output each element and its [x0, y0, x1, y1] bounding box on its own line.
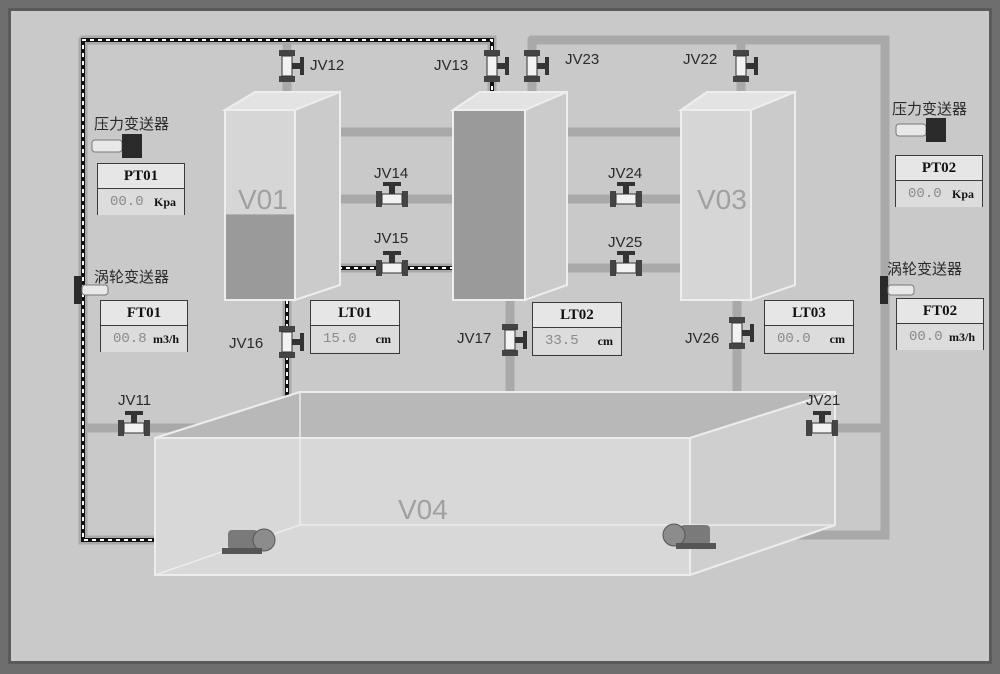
- pressure-transmitter-left-icon[interactable]: [91, 134, 142, 158]
- instrument-tag: PT01: [98, 164, 184, 189]
- instrument-unit: m3/h: [948, 330, 975, 344]
- instrument-tag: PT02: [896, 156, 982, 181]
- valve-jv24-icon[interactable]: [609, 181, 643, 208]
- instrument-tag: LT01: [311, 301, 399, 326]
- valve-jv15-icon[interactable]: [375, 250, 409, 277]
- valve-jv13-icon[interactable]: [483, 49, 510, 83]
- valve-jv11-label: JV11: [118, 392, 152, 409]
- valve-jv12-icon[interactable]: [278, 49, 305, 83]
- instrument-tag: LT03: [765, 301, 853, 326]
- valve-jv17-label: JV17: [457, 330, 492, 347]
- tank-v04[interactable]: [154, 390, 836, 577]
- valve-jv14-icon[interactable]: [375, 181, 409, 208]
- instrument-tag: LT02: [533, 303, 621, 328]
- pressure-transmitter-right-icon[interactable]: [895, 118, 946, 142]
- valve-jv23-icon[interactable]: [523, 49, 550, 83]
- pump-left-icon[interactable]: [222, 528, 276, 554]
- valve-jv12-label: JV12: [310, 57, 345, 74]
- instrument-unit: Kpa: [153, 195, 176, 209]
- tank-v03[interactable]: [677, 90, 796, 302]
- tank-v02[interactable]: [449, 90, 568, 302]
- flow-transmitter-right-label: 涡轮变送器: [887, 260, 963, 278]
- valve-jv16-icon[interactable]: [278, 325, 305, 359]
- tank-v03-label: V03: [697, 184, 747, 215]
- valve-jv17-icon[interactable]: [501, 323, 528, 357]
- flow-transmitter-right-icon[interactable]: [880, 276, 915, 304]
- instrument-unit: cm: [829, 332, 845, 346]
- instrument-unit: Kpa: [951, 187, 974, 201]
- valve-jv25-icon[interactable]: [609, 250, 643, 277]
- valve-jv25-label: JV25: [608, 234, 643, 251]
- instrument-unit: cm: [375, 332, 391, 346]
- flow-transmitter-left-icon[interactable]: [74, 276, 109, 304]
- tank-v04-label: V04: [398, 494, 448, 525]
- valve-jv22-icon[interactable]: [732, 49, 759, 83]
- instrument-unit: m3/h: [152, 332, 179, 346]
- valve-jv21-label: JV21: [806, 392, 841, 409]
- valve-jv13-label: JV13: [434, 57, 469, 74]
- valve-jv22-label: JV22: [683, 51, 718, 68]
- tank-v01[interactable]: [221, 90, 341, 302]
- pressure-transmitter-left-label: 压力变送器: [94, 115, 170, 133]
- pump-right-icon[interactable]: [662, 523, 716, 549]
- valve-jv26-label: JV26: [685, 330, 720, 347]
- instrument-unit: cm: [597, 334, 613, 348]
- pressure-transmitter-right-label: 压力变送器: [892, 100, 968, 118]
- valve-jv14-label: JV14: [374, 165, 409, 182]
- valve-jv24-label: JV24: [608, 165, 643, 182]
- valve-jv16-label: JV16: [229, 335, 264, 352]
- valve-jv26-icon[interactable]: [728, 316, 755, 350]
- flow-transmitter-left-label: 涡轮变送器: [94, 268, 170, 286]
- valve-jv11-icon[interactable]: [117, 410, 151, 437]
- tank-v01-label: V01: [238, 184, 288, 215]
- valve-jv15-label: JV15: [374, 230, 409, 247]
- instrument-tag: FT01: [101, 301, 187, 326]
- valve-jv23-label: JV23: [565, 51, 600, 68]
- instrument-tag: FT02: [897, 299, 983, 324]
